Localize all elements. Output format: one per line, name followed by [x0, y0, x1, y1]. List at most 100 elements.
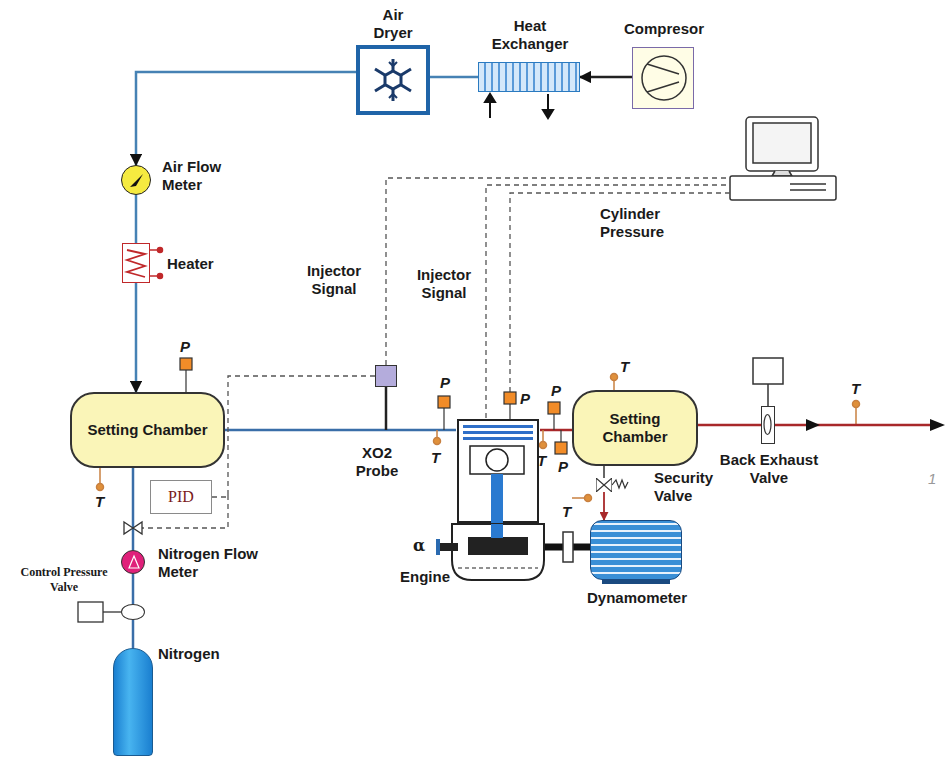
air-dryer-icon — [360, 49, 426, 111]
node-label: PID — [162, 488, 200, 506]
pressure-sensor-part — [504, 392, 516, 404]
nitrogen-flow-meter-icon-part — [129, 556, 139, 568]
air-flow-meter: Air Flow Meter — [121, 165, 151, 195]
pipe-connector — [132, 620, 135, 648]
back-exhaust-valve-icon — [762, 407, 774, 443]
signal-wire-part — [386, 178, 730, 365]
signal-label: Injector Signal — [410, 266, 478, 302]
sensor-label: T — [537, 452, 546, 470]
temperature-sensor-part — [613, 380, 615, 390]
temperature-sensor-part — [853, 401, 860, 408]
heater-terminals-part — [158, 248, 163, 253]
pressure-sensor-part — [185, 370, 186, 392]
pipe-connector — [225, 429, 456, 432]
sensor-label: P — [558, 458, 568, 476]
heater: Heater — [122, 243, 150, 283]
node-label: Control Pressure Valve — [10, 565, 118, 595]
sensor-label: T — [620, 358, 629, 376]
temperature-sensor-part — [97, 484, 104, 491]
compressor-icon-part — [647, 64, 679, 92]
back-exhaust-valve-icon-part — [764, 415, 771, 435]
engine-drawing-part — [491, 524, 503, 538]
node-label: Security Valve — [654, 469, 726, 505]
heat-exchanger: Heat Exchanger — [478, 62, 580, 92]
signal-wire-part — [486, 185, 730, 418]
xo2-probe: XO2 Probe — [375, 365, 397, 387]
heater-icon-part — [127, 250, 145, 277]
heater-terminals-part — [158, 274, 163, 279]
valve-actuator-part — [78, 602, 103, 622]
coupling-flange-part — [563, 532, 573, 562]
sensor-label: P — [551, 382, 561, 400]
security-valve: Security Valve — [596, 478, 612, 492]
engine-drawing-part — [440, 543, 458, 551]
back-exhaust-valve: Back Exhaust Valve — [761, 406, 775, 444]
control-pressure-valve: Control Pressure Valve — [121, 604, 145, 620]
air-dryer: Air Dryer — [356, 45, 430, 115]
back-valve-actuator-part — [753, 358, 783, 384]
temperature-sensor-part — [611, 374, 618, 381]
pressure-sensor-part — [443, 408, 444, 430]
node-label: Heater — [167, 255, 237, 273]
setting-chamber: Setting Chamber — [70, 392, 225, 468]
valve-actuator-part — [103, 611, 121, 612]
angle-label: α — [413, 537, 425, 555]
pressure-sensor-part — [509, 404, 510, 420]
nitrogen-cylinder: Nitrogen — [113, 648, 153, 756]
compressor: Compresor — [632, 47, 694, 109]
compressor-icon — [633, 48, 693, 108]
pipe-connector — [132, 574, 135, 604]
air-flow-meter-icon-part — [130, 174, 143, 187]
exhaust-pipe — [775, 419, 945, 431]
node-label: Air Flow Meter — [162, 158, 242, 194]
pressure-sensor-part — [548, 402, 560, 414]
computer — [730, 117, 836, 200]
pid-valve-part — [124, 522, 142, 534]
sensor-label: T — [431, 449, 440, 467]
node-label: Setting Chamber — [574, 410, 696, 446]
temperature-sensor-part — [542, 430, 544, 442]
engine-drawing-part — [463, 437, 533, 440]
engine-drawing — [436, 420, 544, 580]
engine-drawing-part — [470, 446, 524, 474]
pipe-connector — [698, 424, 761, 427]
signal-wire — [142, 178, 730, 528]
exhaust-pipe-part — [806, 419, 820, 431]
engine-drawing-part — [463, 431, 533, 434]
xo2-probe-stem-part — [385, 387, 388, 430]
pipe-connector — [430, 76, 478, 79]
temperature-sensor-part — [585, 495, 592, 502]
pipe-connector — [603, 492, 605, 520]
node-label: Heat Exchanger — [485, 17, 575, 53]
pipe-connector — [135, 283, 138, 392]
signal-label: Cylinder Pressure — [600, 205, 690, 241]
computer-part — [753, 123, 811, 163]
node-label: Dynamometer — [581, 589, 693, 607]
node-label: Setting Chamber — [81, 421, 213, 439]
pipe-connector — [135, 195, 138, 243]
setting-chamber: Setting Chamber — [572, 390, 698, 466]
node-label: Nitrogen Flow Meter — [158, 545, 278, 581]
signal-wire-part — [510, 193, 730, 392]
pipe-connector — [540, 429, 572, 432]
back-valve-actuator — [753, 358, 783, 406]
node-label: Engine — [372, 568, 450, 586]
engine-drawing-part — [468, 537, 528, 555]
nitrogen-flow-meter-icon — [122, 551, 144, 573]
dynamometer: Dynamometer — [590, 520, 682, 580]
pressure-sensor-part — [560, 430, 561, 442]
air-dryer-icon-part-part — [375, 59, 411, 101]
node-label: Nitrogen — [158, 645, 248, 663]
figure-number: 1 — [928, 470, 936, 488]
engine-drawing-part — [452, 524, 544, 580]
node-label: Air Dryer — [363, 6, 423, 42]
nitrogen-flow-meter: Nitrogen Flow Meter — [121, 550, 145, 574]
hx-flow-arrows-part — [543, 110, 553, 118]
xo2-probe-stem — [385, 387, 388, 430]
pid-controller: PID — [150, 480, 212, 514]
air-dryer-icon-part-part — [385, 71, 401, 89]
computer-part — [730, 176, 836, 200]
